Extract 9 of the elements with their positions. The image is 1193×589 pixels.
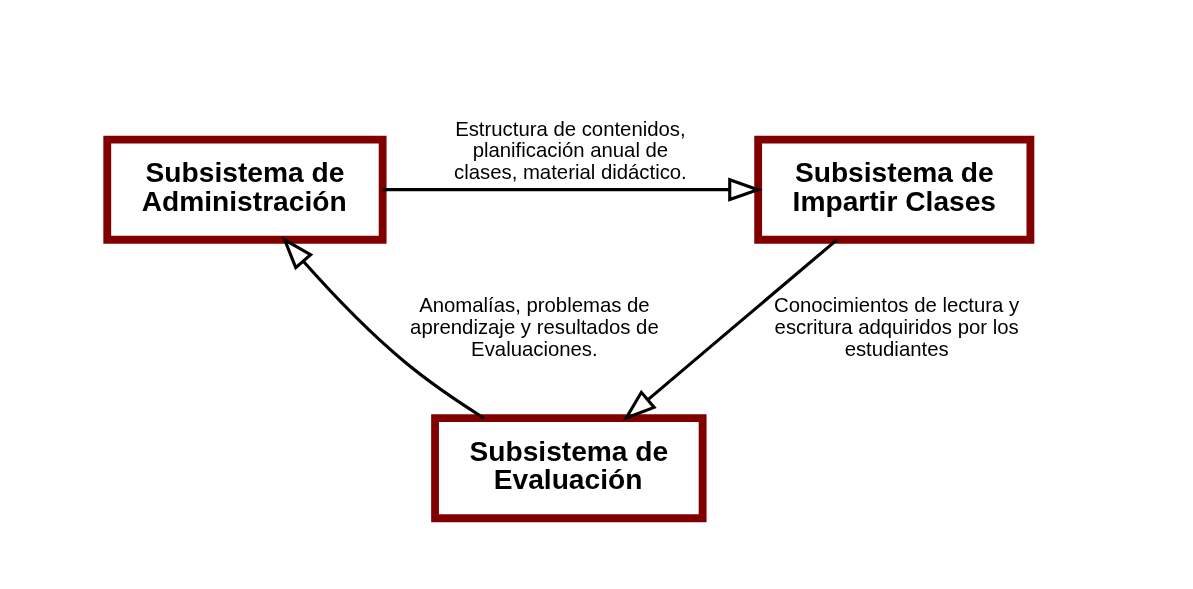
arrow xyxy=(382,177,763,202)
edge-label: Conocimientos de lectura y escritura adquiridos por los estudiantes xyxy=(773,294,1019,361)
node-box: Subsistema de Administración xyxy=(102,135,387,244)
arrow xyxy=(622,238,838,422)
edge-label: Estructura de contenidos, planificación anual de clases, material didáctico. xyxy=(453,117,687,184)
node-box: Subsistema de Evaluación xyxy=(430,414,707,523)
arrow xyxy=(281,236,485,420)
node-box: Subsistema de Impartir Clases xyxy=(753,135,1034,244)
edge-label: Anomalías, problemas de aprendizaje y resultados de Evaluaciones. xyxy=(409,294,659,361)
